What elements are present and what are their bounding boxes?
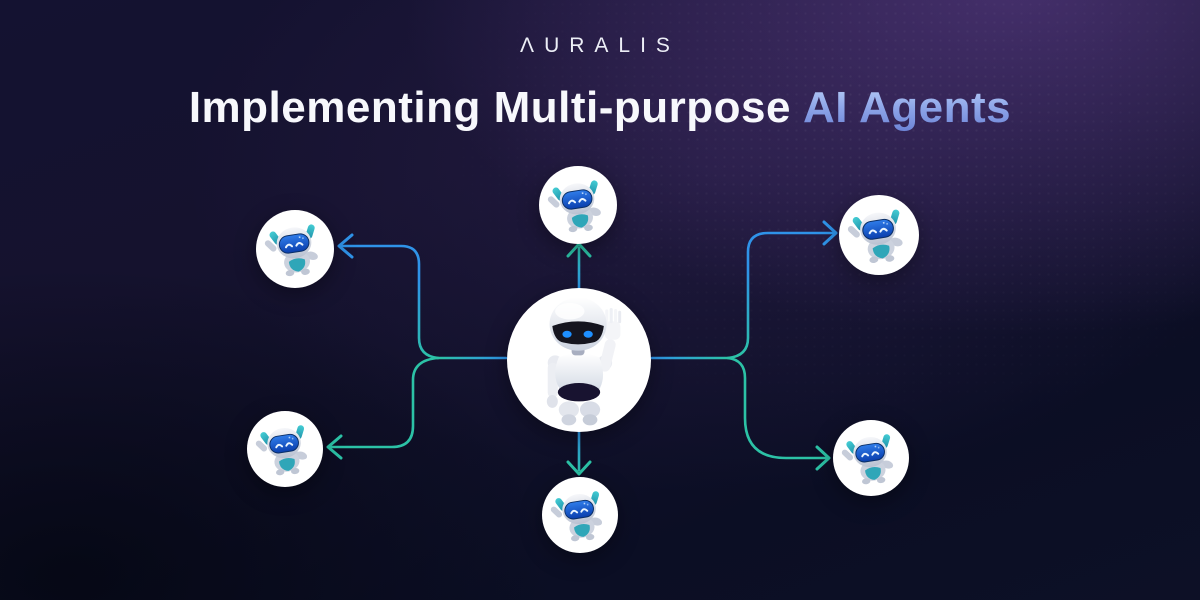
mini-robot-icon xyxy=(264,221,324,280)
robot-mascot-icon xyxy=(546,297,622,426)
central-agent-node xyxy=(507,288,651,432)
mini-robot-icon xyxy=(547,177,607,236)
agent-node-right-top xyxy=(839,195,919,275)
mini-robot-icon xyxy=(550,488,608,545)
mini-robot-icon xyxy=(847,206,909,267)
mini-robot-icon xyxy=(255,422,313,479)
agent-node-top xyxy=(539,166,617,244)
title-accent-text: AI Agents xyxy=(802,83,1012,132)
brand-logo: ΛURALIS xyxy=(520,34,680,57)
agent-node-right-bottom xyxy=(833,420,909,496)
agent-node-left-top xyxy=(256,210,334,288)
mini-robot-icon xyxy=(841,431,899,488)
agent-node-left-bottom xyxy=(247,411,323,487)
title-main-text: Implementing Multi-purpose xyxy=(188,83,791,132)
agent-node-bottom xyxy=(542,477,618,553)
